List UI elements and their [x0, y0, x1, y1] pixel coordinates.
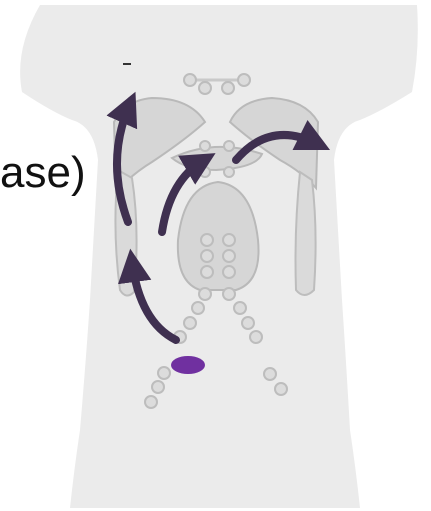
right-arm [296, 172, 316, 295]
caption-fragment: ase) [0, 147, 86, 199]
primary-tumor [171, 356, 205, 374]
